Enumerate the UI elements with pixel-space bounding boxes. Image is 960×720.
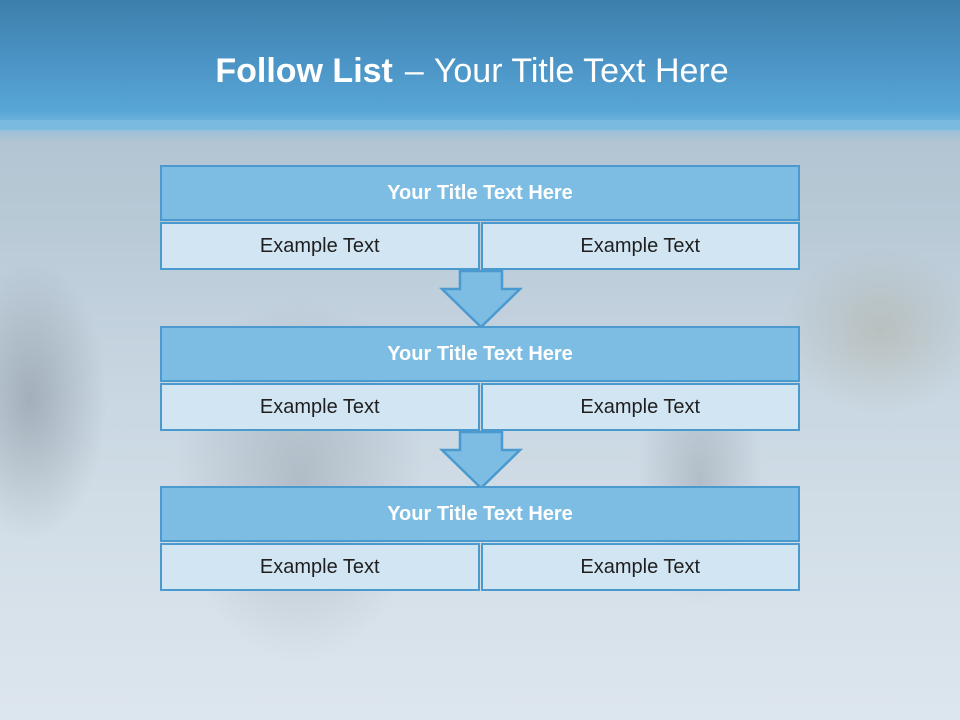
block-title: Your Title Text Here — [160, 486, 800, 542]
slide-title-bold: Follow List — [215, 52, 393, 90]
list-block-2: Your Title Text Here Example Text Exampl… — [160, 326, 800, 431]
header-fade — [0, 120, 960, 142]
block-row: Example Text Example Text — [160, 222, 800, 270]
list-block-3: Your Title Text Here Example Text Exampl… — [160, 486, 800, 591]
block-title: Your Title Text Here — [160, 326, 800, 382]
block-cell-right: Example Text — [480, 543, 800, 591]
block-row: Example Text Example Text — [160, 543, 800, 591]
list-block-1: Your Title Text Here Example Text Exampl… — [160, 165, 800, 270]
down-arrow-icon — [438, 430, 524, 490]
slide-title-separator: – — [404, 52, 424, 90]
slide-title-rest: Your Title Text Here — [433, 52, 729, 90]
slide-title: Follow List–Your Title Text Here — [0, 52, 944, 91]
down-arrow-icon — [438, 269, 524, 329]
block-cell-right: Example Text — [480, 222, 800, 270]
block-cell-left: Example Text — [160, 222, 480, 270]
block-row: Example Text Example Text — [160, 383, 800, 431]
block-cell-left: Example Text — [160, 543, 480, 591]
header-band — [0, 0, 960, 130]
block-cell-right: Example Text — [480, 383, 800, 431]
block-title: Your Title Text Here — [160, 165, 800, 221]
block-cell-left: Example Text — [160, 383, 480, 431]
